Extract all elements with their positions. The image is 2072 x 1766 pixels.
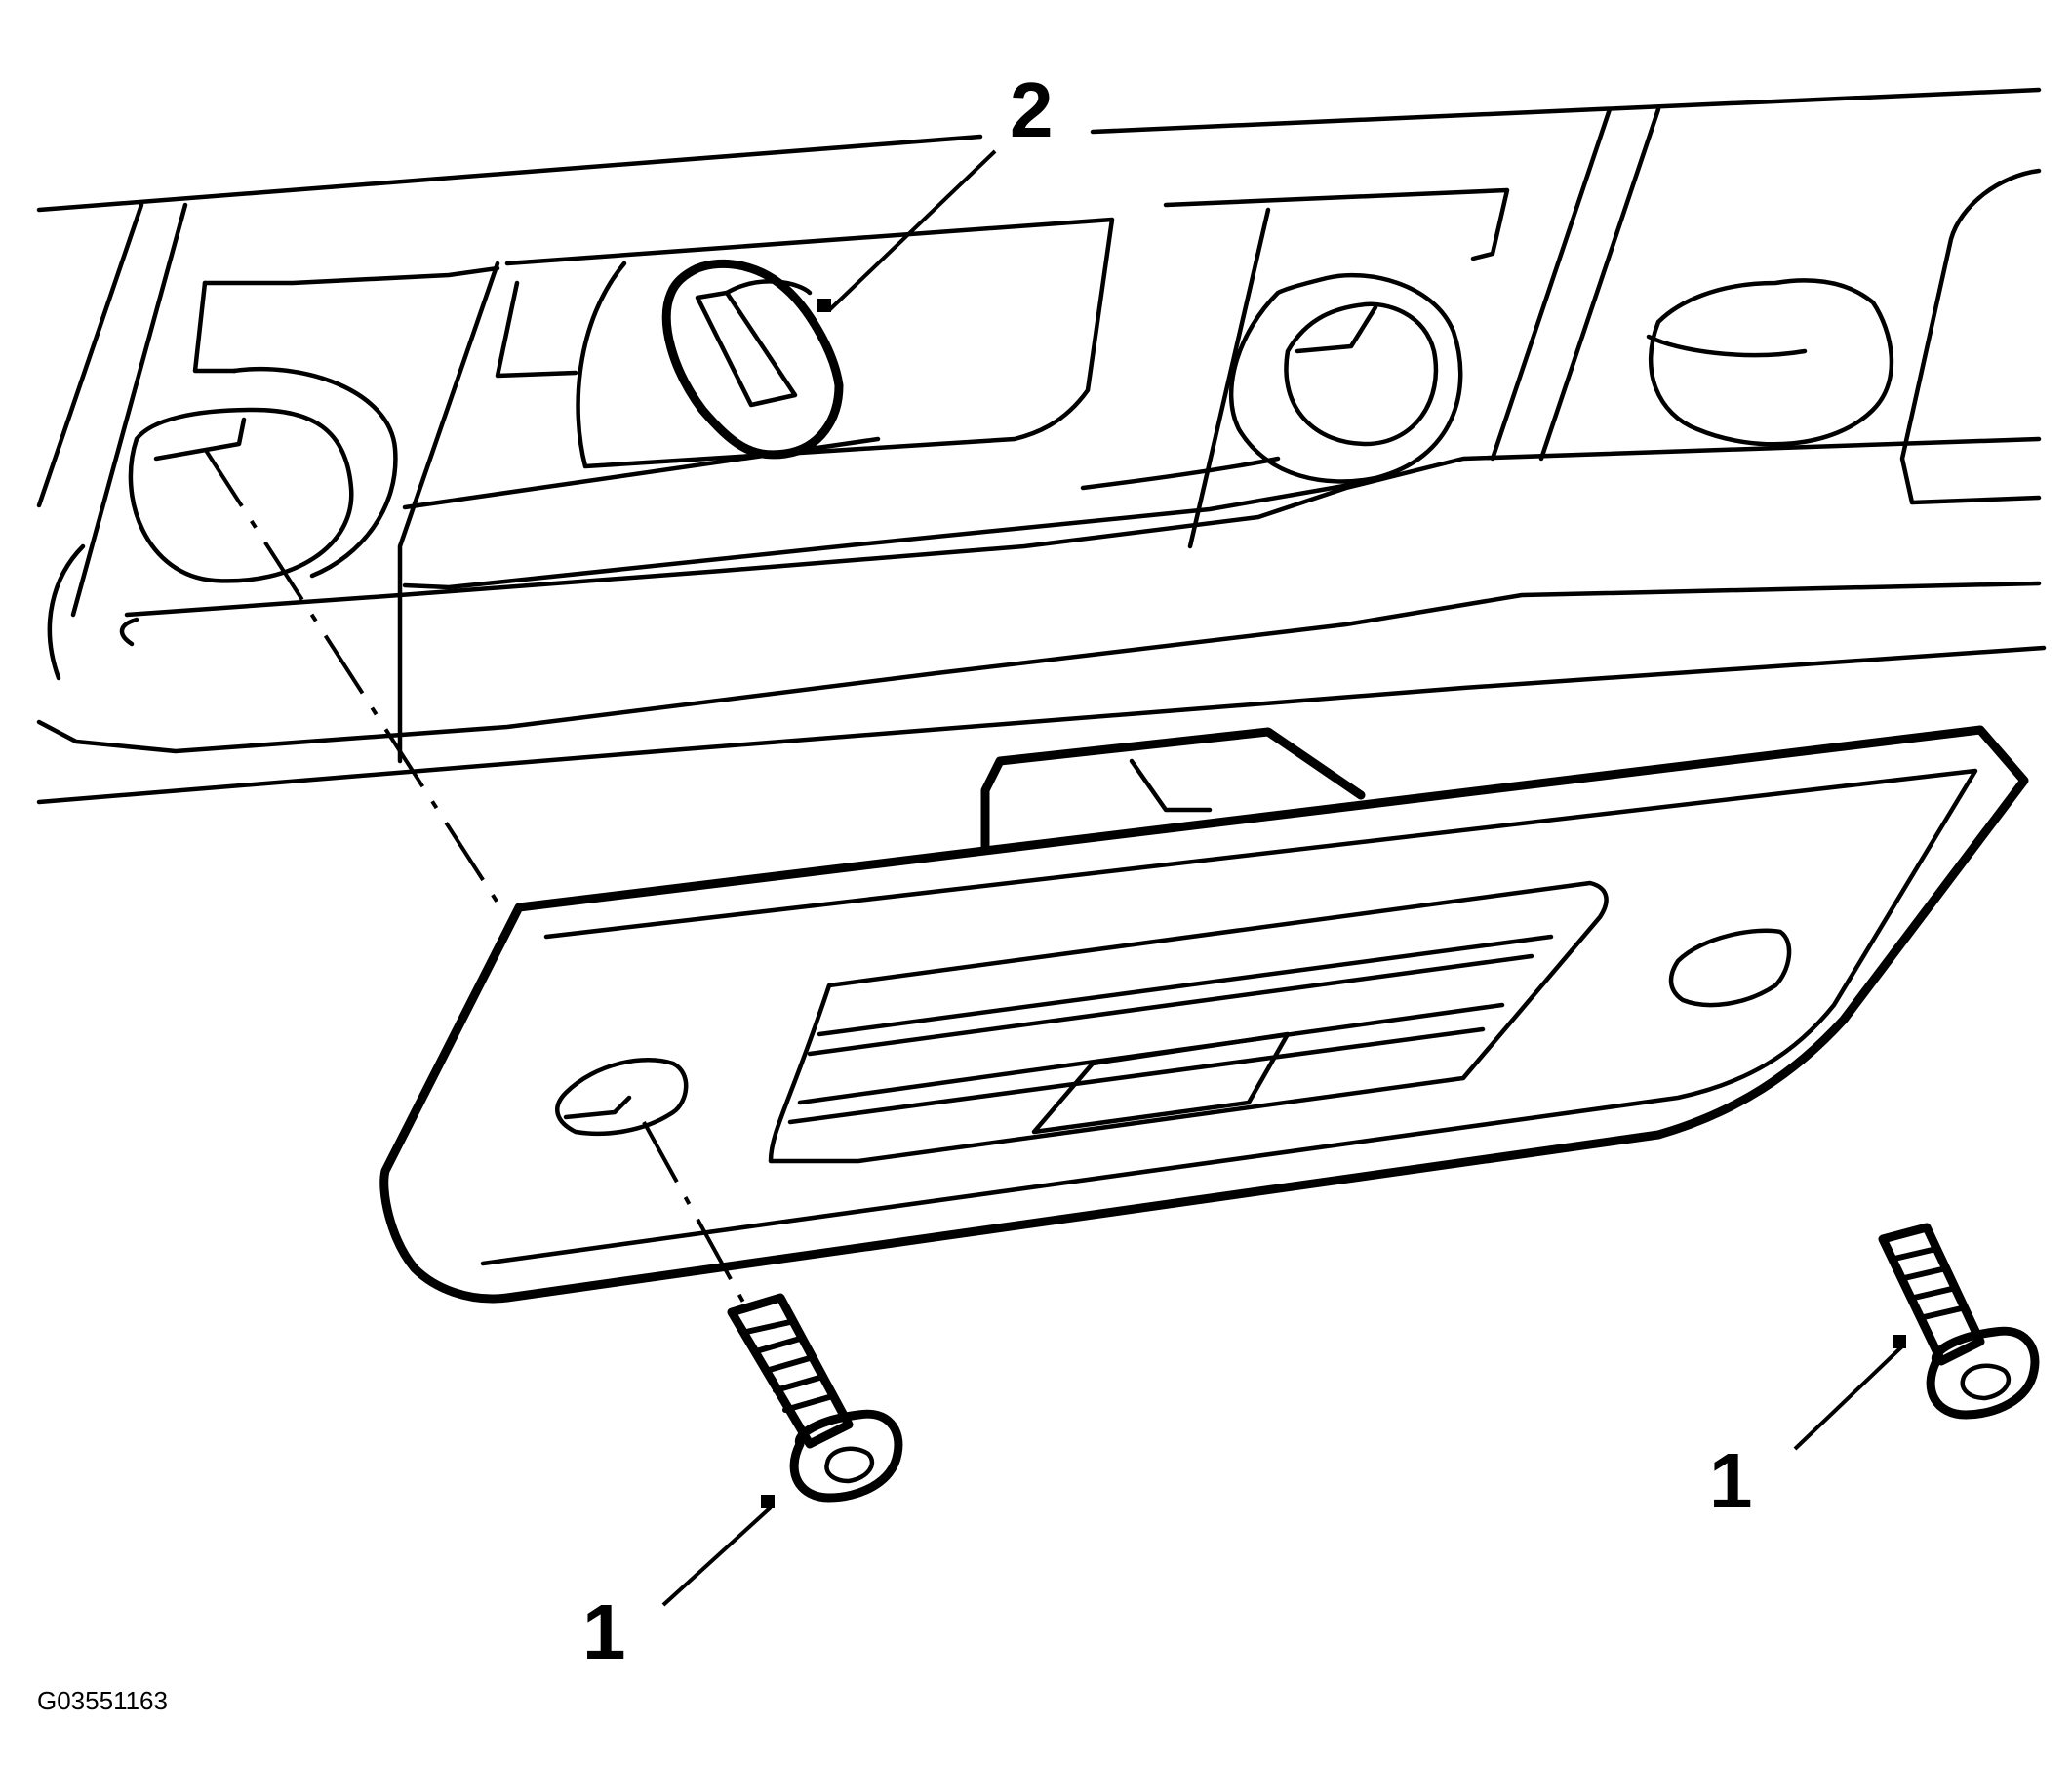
figure-id: G03551163: [37, 1686, 168, 1715]
callout-screw-left: 1: [582, 1588, 626, 1675]
screw-left: [727, 1293, 903, 1503]
callout-clip: 2: [1010, 66, 1054, 153]
mounting-panel: [36, 87, 2047, 805]
leader-dot-screw-right: [1893, 1335, 1906, 1348]
screw-right: [1878, 1223, 2040, 1420]
leader-dot-clip: [817, 299, 831, 312]
leader-line-clip: [827, 149, 997, 312]
callout-screw-right: 1: [1709, 1437, 1753, 1524]
leader-line-screw-left: [661, 1505, 773, 1607]
leader-dot-screw-left: [761, 1495, 775, 1508]
leader-line-screw-right: [1793, 1345, 1904, 1451]
alignment-line: [203, 447, 499, 904]
screw-axis-line: [642, 1121, 748, 1308]
lamp-assembly: [379, 725, 2029, 1304]
retaining-clip: [661, 259, 844, 460]
